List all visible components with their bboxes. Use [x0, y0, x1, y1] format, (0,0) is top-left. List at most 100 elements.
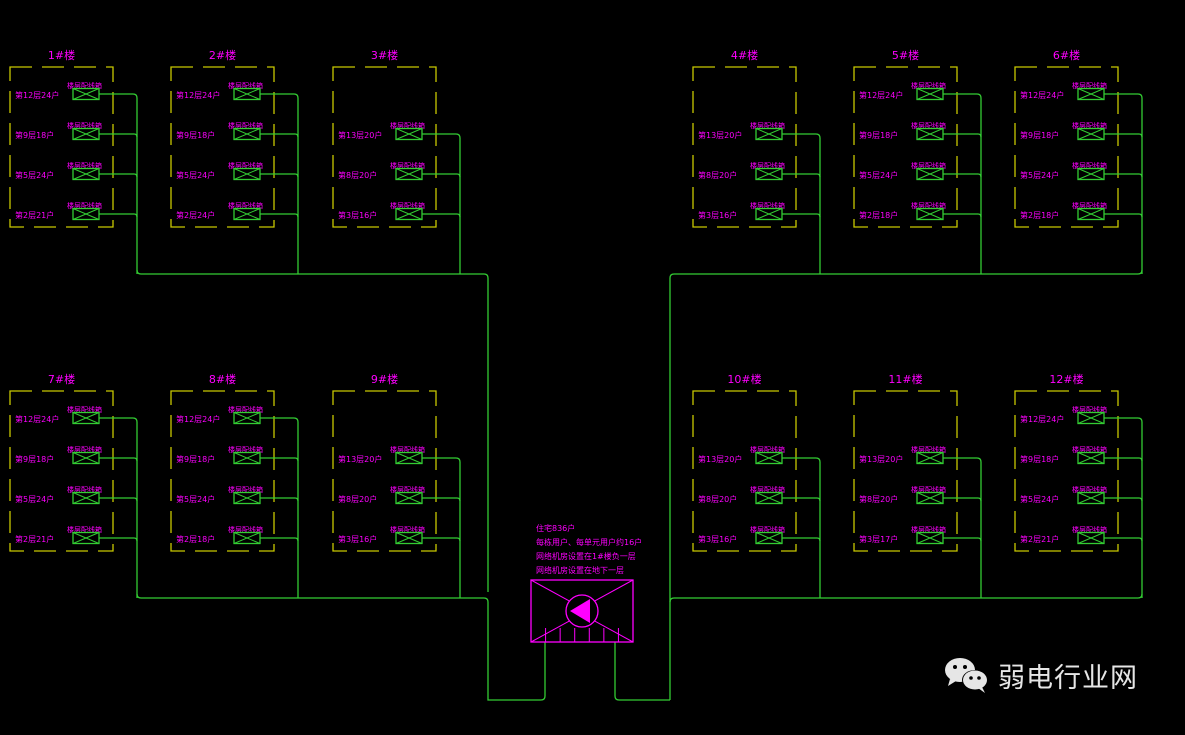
building-title: 12#楼 [1049, 372, 1083, 386]
cabinet-label: 楼层配线箱 [911, 121, 946, 130]
building-title: 3#楼 [371, 48, 398, 62]
floor-label: 第2层18户 [859, 210, 898, 220]
building-2: 2#楼第12层24户楼层配线箱第9层18户楼层配线箱第5层24户楼层配线箱第2层… [170, 48, 299, 274]
core-equipment: 住宅836户每栋用户、每单元用户约16户网络机房设置在1#楼负一层网络机房设置在… [530, 523, 642, 643]
cable [99, 173, 138, 178]
building-outline [853, 390, 958, 552]
floor-label: 第9层18户 [15, 130, 54, 140]
cabinet-cross [72, 452, 100, 464]
floor-label: 第8层20户 [698, 170, 737, 180]
core-switch-triangle [570, 599, 590, 623]
cabinet-label: 楼层配线箱 [67, 405, 102, 414]
floor-label: 第5层24户 [1020, 494, 1059, 504]
building-title: 10#楼 [727, 372, 761, 386]
building-title: 4#楼 [731, 48, 758, 62]
cabinet-cross [233, 492, 261, 504]
cabinet-cross [72, 128, 100, 140]
cabinet-label: 楼层配线箱 [911, 81, 946, 90]
floor-label: 第3层17户 [859, 534, 898, 544]
floor-label: 第12层24户 [859, 90, 903, 100]
floor-label: 第3层16户 [338, 534, 377, 544]
building-title: 2#楼 [209, 48, 236, 62]
cabinet-label: 楼层配线箱 [390, 201, 425, 210]
floor-label: 第5层24户 [176, 170, 215, 180]
floor-label: 第2层18户 [1020, 210, 1059, 220]
core-note: 网络机房设置在1#楼负一层 [536, 551, 636, 561]
building-outline [9, 66, 114, 228]
trunk-bottom-right [669, 593, 1143, 603]
floor-label: 第9层18户 [176, 130, 215, 140]
cabinet-cross [916, 168, 944, 180]
floor-label: 第13层20户 [338, 130, 382, 140]
cabinet-cross [755, 532, 783, 544]
cable [260, 457, 299, 462]
wechat-icon [945, 658, 988, 693]
building-title: 1#楼 [48, 48, 75, 62]
floor-label: 第13层20户 [338, 454, 382, 464]
building-outline [332, 66, 437, 228]
building-8: 8#楼第12层24户楼层配线箱第9层18户楼层配线箱第5层24户楼层配线箱第2层… [170, 372, 299, 598]
cable [943, 173, 982, 178]
cabinet-cross [755, 452, 783, 464]
building-6: 6#楼第12层24户楼层配线箱第9层18户楼层配线箱第5层24户楼层配线箱第2层… [1014, 48, 1143, 274]
cable [260, 537, 299, 542]
cable [99, 457, 138, 462]
cable [782, 173, 821, 178]
building-title: 5#楼 [892, 48, 919, 62]
floor-label: 第2层21户 [15, 534, 54, 544]
cabinet-cross [233, 532, 261, 544]
cabinet-label: 楼层配线箱 [228, 201, 263, 210]
cable [99, 537, 138, 542]
cable [943, 537, 982, 542]
cabinet-cross [395, 168, 423, 180]
cabinet-label: 楼层配线箱 [750, 161, 785, 170]
cabinet-cross [1077, 168, 1105, 180]
cabinet-label: 楼层配线箱 [1072, 81, 1107, 90]
cabinet-label: 楼层配线箱 [390, 485, 425, 494]
cable [422, 173, 461, 178]
building-5: 5#楼第12层24户楼层配线箱第9层18户楼层配线箱第5层24户楼层配线箱第2层… [853, 48, 982, 274]
cabinet-label: 楼层配线箱 [228, 81, 263, 90]
cabinet-label: 楼层配线箱 [228, 121, 263, 130]
building-outline [170, 66, 275, 228]
cable [782, 537, 821, 542]
cabinet-label: 楼层配线箱 [911, 525, 946, 534]
cable [1104, 133, 1143, 138]
floor-distribution: 第8层20户 楼层配线箱 [698, 161, 821, 181]
building-outline [692, 66, 797, 228]
cabinet-cross [1077, 128, 1105, 140]
trunk-top-left [136, 269, 489, 592]
floor-label: 第8层20户 [338, 494, 377, 504]
cabinet-label: 楼层配线箱 [1072, 525, 1107, 534]
cabinet-cross [72, 208, 100, 220]
floor-label: 第12层24户 [15, 414, 59, 424]
cable [782, 213, 821, 218]
cabinet-cross [233, 208, 261, 220]
cabinet-label: 楼层配线箱 [390, 161, 425, 170]
cabinet-label: 楼层配线箱 [67, 525, 102, 534]
cabinet-label: 楼层配线箱 [911, 201, 946, 210]
cabinet-cross [233, 88, 261, 100]
cable [260, 497, 299, 502]
cabinet-label: 楼层配线箱 [67, 445, 102, 454]
cabinet-cross [233, 452, 261, 464]
